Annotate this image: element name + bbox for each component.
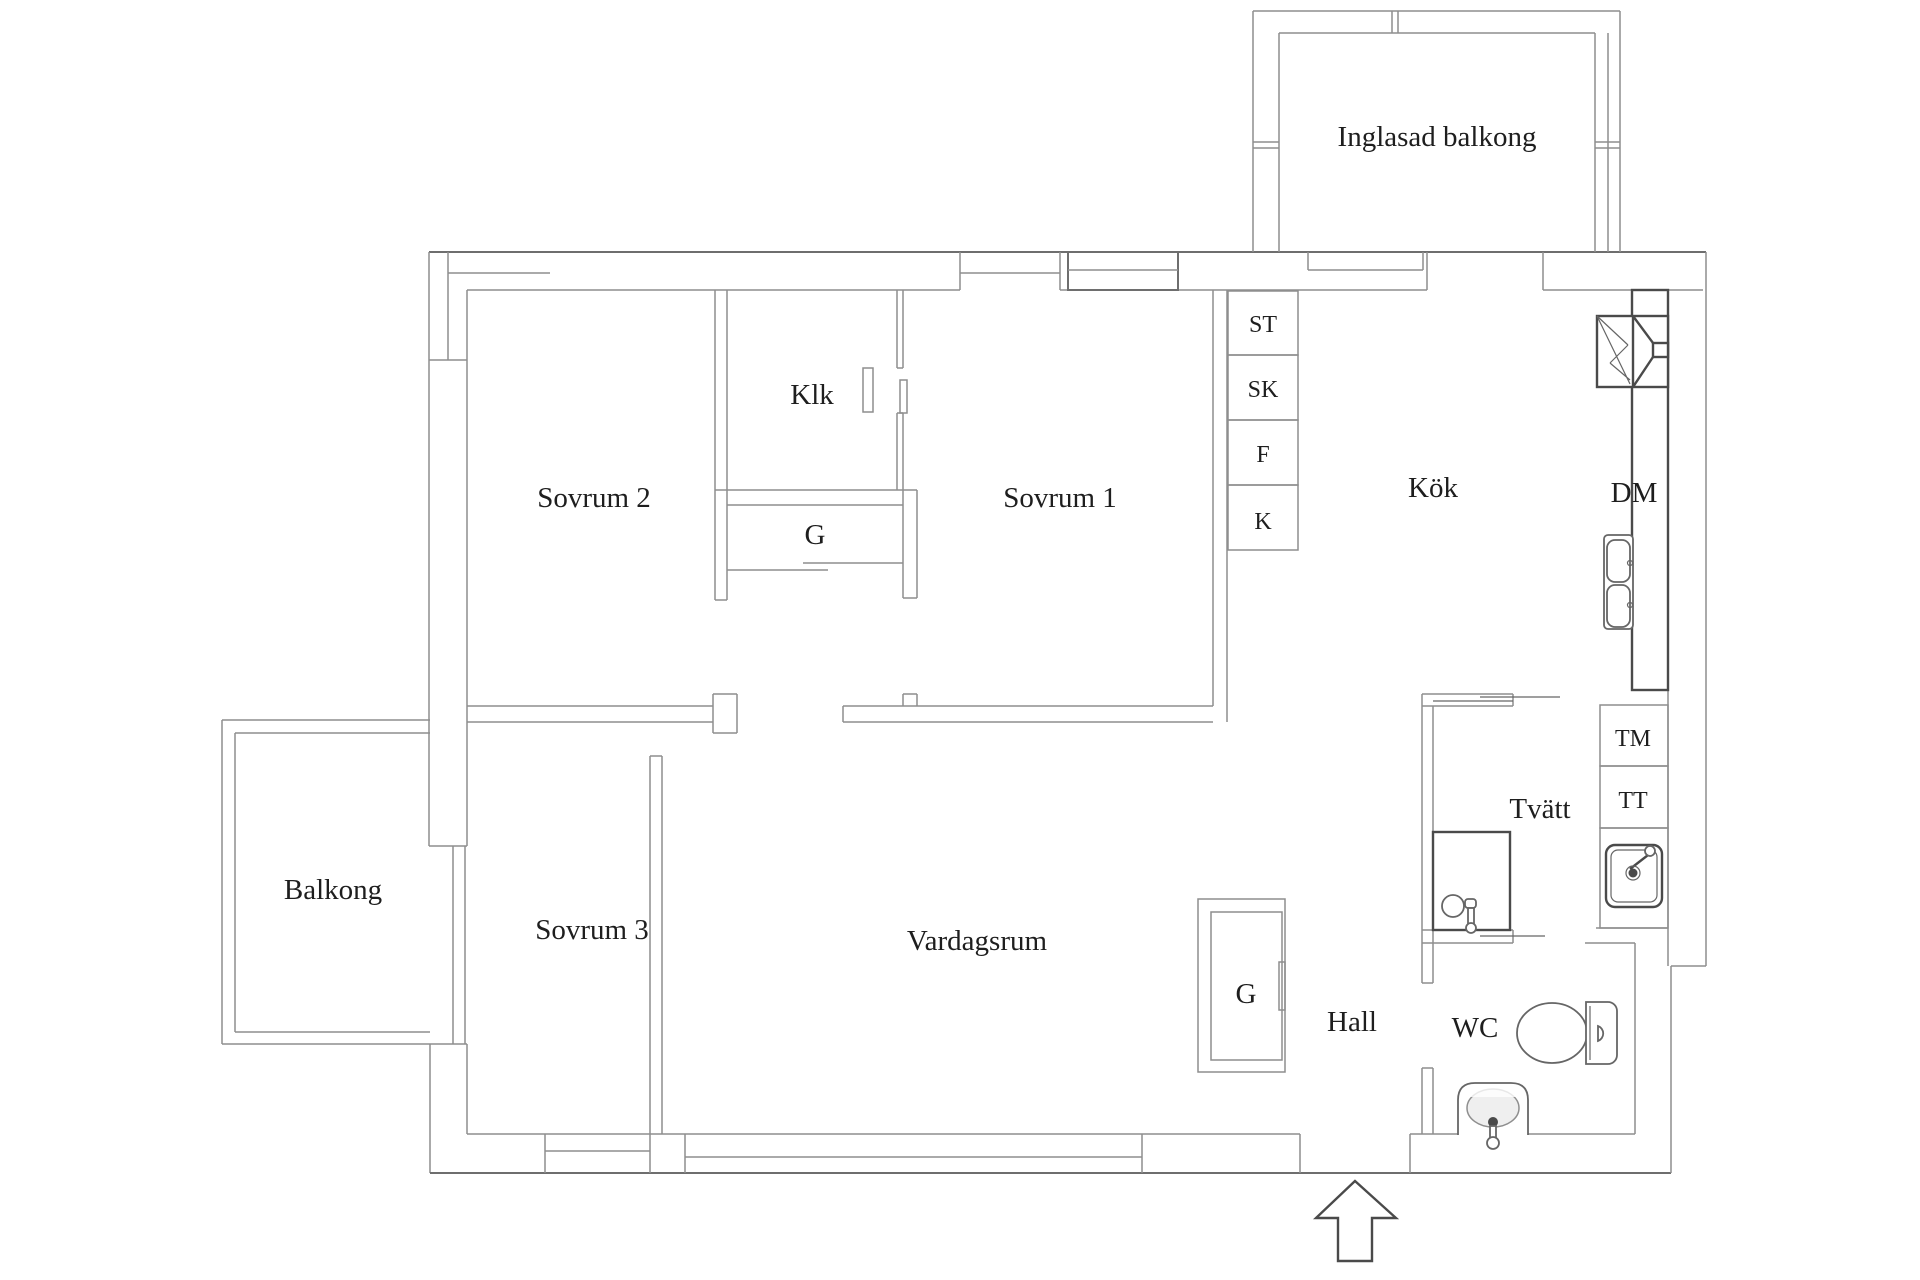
exterior-walls [428,251,1707,1174]
label-garderob-klk: G [805,519,826,551]
label-sovrum-2: Sovrum 2 [537,482,651,514]
wall-sovrum3-vardagsrum [649,755,663,1134]
label-klk: Klk [790,379,834,411]
room-labels: Inglasad balkong Sovrum 2 Klk G Sovrum 1… [284,121,1571,1044]
open-balcony-walls [221,719,430,1045]
label-tt: TT [1618,788,1648,814]
closet-column [1227,290,1299,551]
wash-basin-icon [1457,1082,1529,1150]
laundry-sink-icon [1604,843,1664,909]
laundry-sink-box [1599,827,1669,929]
label-f: F [1256,442,1269,468]
label-sovrum-1: Sovrum 1 [1003,482,1117,514]
label-tvatt: Tvätt [1509,793,1570,825]
bottom-wall-inner [467,1133,1635,1173]
wall-klk-right [896,290,904,490]
interior-walls [467,290,1560,1134]
tvatt-shelf-rods [1433,696,1560,937]
top-wall-window-box [1067,251,1179,291]
klk-door-jamb [899,379,908,414]
kitchen-sink-icon [1603,534,1634,630]
label-garderob-hall: G [1236,978,1257,1010]
glazed-balcony-glazing [1252,10,1621,252]
wall-sovrum2-klk [714,290,728,601]
code-labels: ST SK F K DM TM TT [1248,312,1658,814]
glazed-balcony-walls [1252,10,1621,252]
label-vardagsrum: Vardagsrum [907,925,1048,957]
klk-door-leaf [862,367,874,413]
label-k: K [1254,509,1272,535]
label-hall: Hall [1327,1006,1377,1038]
label-st: ST [1249,312,1277,338]
label-sovrum-3: Sovrum 3 [535,914,649,946]
label-dm: DM [1611,477,1658,509]
entrance-arrow-icon [1312,1179,1400,1263]
closet-k-box [1227,484,1299,551]
label-kok: Kök [1408,472,1458,504]
laundry-fixtures [1431,704,1669,934]
label-wc: WC [1452,1012,1499,1044]
wall-middle-right [842,693,1213,723]
toilet-icon [1516,1001,1618,1065]
label-tm: TM [1615,726,1651,752]
hall-wardrobe [1197,898,1286,1073]
stove-icon [1595,314,1670,389]
label-inglasad-balkong: Inglasad balkong [1338,121,1537,153]
wall-klk-g-closet [715,489,918,599]
label-sk: SK [1248,377,1279,403]
wall-middle-left [467,693,738,734]
label-balkong: Balkong [284,874,382,906]
wall-sovrum1-right [1212,290,1228,722]
left-wall [428,252,468,1173]
kitchen-fixtures [1595,288,1670,692]
wc-fixtures [1457,1001,1618,1150]
washer-unit-icon [1431,830,1512,934]
open-balcony-rail [221,719,430,1045]
hall-wardrobe-inner [1210,911,1283,1061]
top-wall-inner [429,252,1703,361]
hall-wardrobe-door-leaf [1278,961,1286,1011]
